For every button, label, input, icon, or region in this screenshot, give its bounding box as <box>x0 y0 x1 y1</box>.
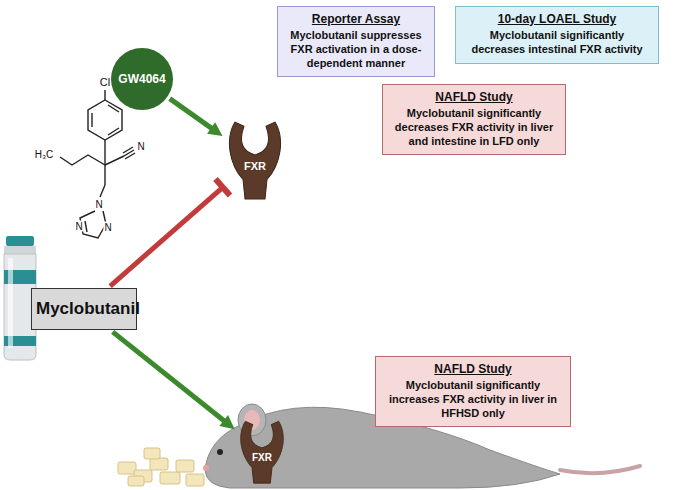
receptor-shape: FXR <box>237 418 287 484</box>
atom-label: N <box>136 141 145 152</box>
atom-label: N <box>94 199 103 210</box>
connector <box>110 179 230 286</box>
receptor-outline <box>225 118 285 200</box>
food-pellets <box>118 448 204 486</box>
connector-line <box>170 99 213 129</box>
box-text: Myclobutanil suppresses FXR activation i… <box>285 29 427 70</box>
atom-label: N <box>103 222 112 233</box>
arrow-head <box>207 122 222 136</box>
agonist-name: GW4064 <box>118 72 165 86</box>
compound-name: Myclobutanil <box>36 299 132 319</box>
atom-label: Cl <box>99 76 111 88</box>
study-box: NAFLD StudyMyclobutanil significantly in… <box>375 356 571 427</box>
inhibition-bar <box>215 179 230 196</box>
receptor-name: FXR <box>225 160 285 172</box>
box-text: Myclobutanil significantly increases FXR… <box>383 379 563 420</box>
box-text: Myclobutanil significantly decreases FXR… <box>390 107 558 148</box>
connector <box>170 99 223 136</box>
atom-label: N <box>74 221 83 232</box>
connector <box>113 332 235 429</box>
atom-label: H₃C <box>34 149 55 160</box>
receptor-outline <box>237 418 287 484</box>
box-text: Myclobutanil significantly decreases int… <box>463 29 651 57</box>
box-heading: NAFLD Study <box>383 362 563 376</box>
study-box: Reporter AssayMyclobutanil suppresses FX… <box>277 6 435 77</box>
box-heading: NAFLD Study <box>390 90 558 104</box>
arrow-head <box>219 415 234 429</box>
box-heading: Reporter Assay <box>285 12 427 26</box>
connector-line <box>113 332 226 422</box>
connector-line <box>110 187 223 286</box>
study-box: NAFLD StudyMyclobutanil significantly de… <box>382 84 566 155</box>
receptor-name: FXR <box>237 452 287 463</box>
agonist-circle: GW4064 <box>111 48 173 110</box>
compound-box: Myclobutanil <box>31 288 137 330</box>
myclobutanil-structure <box>60 90 135 238</box>
study-box: 10-day LOAEL StudyMyclobutanil significa… <box>455 6 659 64</box>
receptor-shape: FXR <box>225 118 285 200</box>
box-heading: 10-day LOAEL Study <box>463 12 651 26</box>
